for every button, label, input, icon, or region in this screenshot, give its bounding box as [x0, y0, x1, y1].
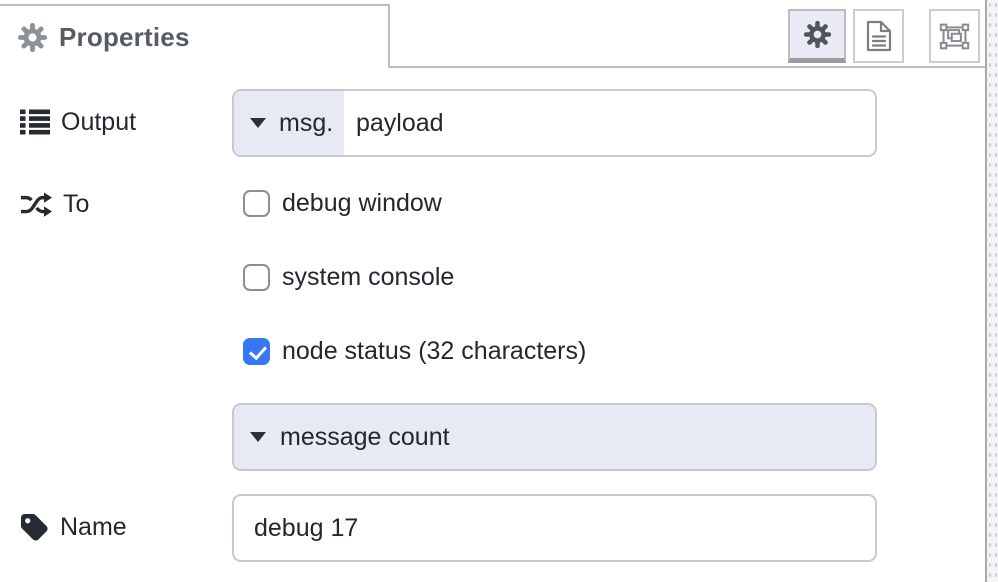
output-label-text: Output — [61, 107, 137, 136]
name-input[interactable] — [232, 494, 877, 562]
to-field-label: To — [20, 186, 89, 222]
system-console-checkbox[interactable] — [243, 264, 270, 291]
tab-properties[interactable]: Properties — [0, 4, 390, 68]
debug-window-label: debug window — [282, 189, 442, 217]
node-status-option: node status (32 characters) — [243, 337, 586, 366]
status-display-value: message count — [280, 422, 450, 451]
shuffle-icon — [20, 191, 52, 218]
node-status-checkbox[interactable] — [243, 338, 270, 365]
debug-window-option: debug window — [243, 189, 442, 218]
output-type-label: msg. — [279, 108, 334, 137]
name-label-text: Name — [60, 512, 127, 541]
tab-title: Properties — [59, 21, 190, 52]
appearance-tab-button[interactable] — [929, 9, 980, 63]
tag-icon — [20, 513, 49, 542]
system-console-label: system console — [282, 263, 455, 291]
gear-icon — [803, 21, 831, 48]
header-divider — [390, 66, 986, 68]
output-property-input[interactable] — [344, 91, 875, 155]
output-type-select-button[interactable]: msg. — [234, 91, 344, 155]
chevron-down-icon — [250, 432, 266, 442]
status-display-select[interactable]: message count — [232, 403, 877, 471]
name-field-label: Name — [20, 509, 127, 545]
to-label-text: To — [63, 189, 90, 218]
chevron-down-icon — [250, 118, 266, 128]
output-field-label: Output — [20, 104, 136, 140]
panel-right-border — [985, 0, 987, 582]
gear-icon — [18, 22, 47, 52]
list-icon — [20, 109, 50, 135]
system-console-option: system console — [243, 263, 454, 292]
document-icon — [866, 20, 892, 52]
output-typed-input: msg. — [232, 89, 877, 157]
appearance-icon — [939, 21, 970, 52]
workspace-grid-strip — [987, 0, 998, 582]
properties-tab-button[interactable] — [788, 9, 846, 63]
node-status-label: node status (32 characters) — [282, 337, 587, 365]
description-tab-button[interactable] — [853, 9, 904, 63]
debug-window-checkbox[interactable] — [243, 190, 270, 217]
